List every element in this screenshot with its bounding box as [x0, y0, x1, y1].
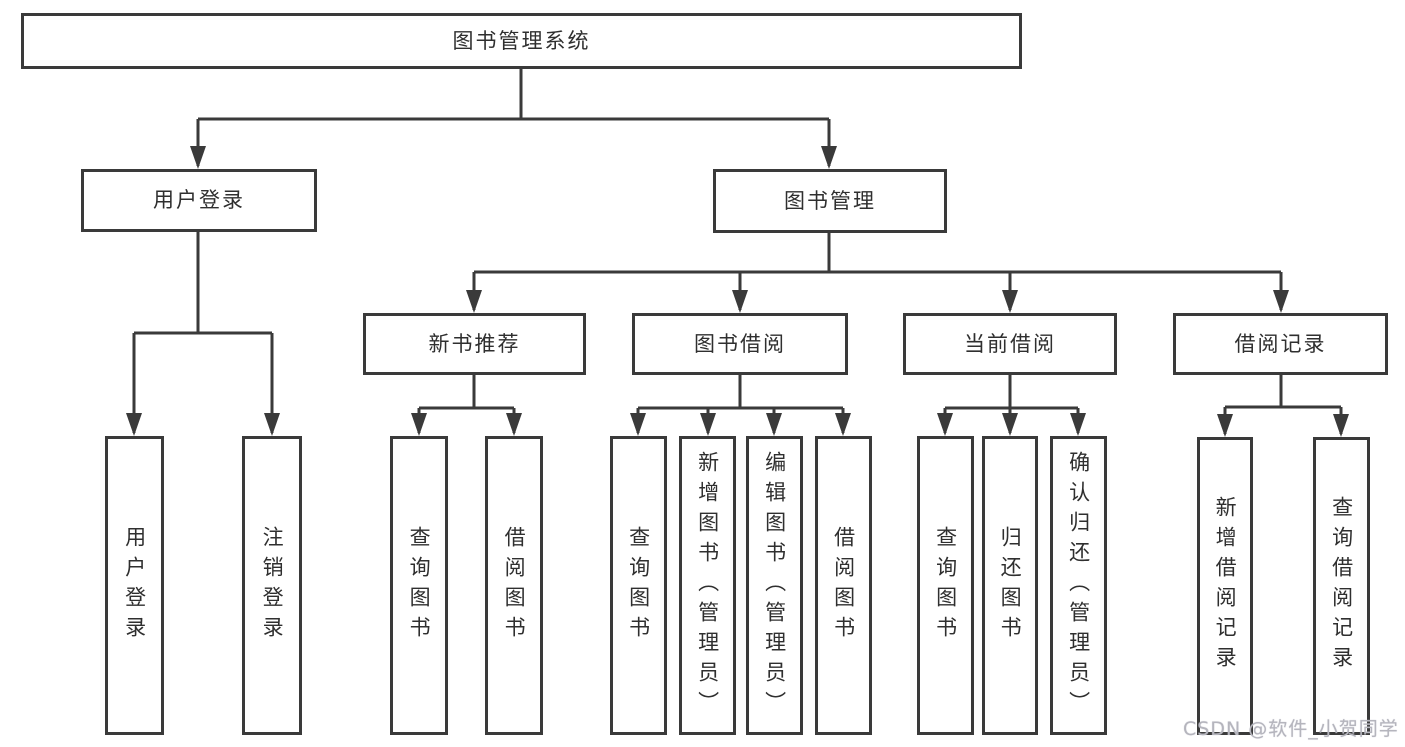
leaf-add-books-admin: 新增图书（管理员） — [679, 436, 736, 735]
node-book-borrowing: 图书借阅 — [632, 313, 848, 375]
node-user-login: 用户登录 — [81, 169, 317, 232]
leaf-add-borrow-record: 新增借阅记录 — [1197, 437, 1253, 735]
leaf-logout: 注销登录 — [242, 436, 302, 735]
leaf-query-books-current: 查询图书 — [917, 436, 974, 735]
leaf-return-books: 归还图书 — [982, 436, 1038, 735]
leaf-confirm-return-admin: 确认归还（管理员） — [1050, 436, 1107, 735]
leaf-query-books-recommend: 查询图书 — [390, 436, 448, 735]
leaf-borrow-books-borrowing: 借阅图书 — [815, 436, 872, 735]
leaf-edit-books-admin: 编辑图书（管理员） — [746, 436, 803, 735]
node-new-book-recommend: 新书推荐 — [363, 313, 586, 375]
leaf-borrow-books-recommend: 借阅图书 — [485, 436, 543, 735]
leaf-query-books-borrowing: 查询图书 — [610, 436, 667, 735]
node-borrowing-records: 借阅记录 — [1173, 313, 1388, 375]
node-root-system: 图书管理系统 — [21, 13, 1022, 69]
node-current-borrowing: 当前借阅 — [903, 313, 1117, 375]
arrowheads — [126, 146, 1349, 437]
leaf-user-login: 用户登录 — [105, 436, 164, 735]
node-book-management: 图书管理 — [713, 169, 947, 233]
csdn-watermark: CSDN @软件_小贺同学 — [1183, 718, 1399, 740]
leaf-query-borrow-record: 查询借阅记录 — [1313, 437, 1370, 735]
